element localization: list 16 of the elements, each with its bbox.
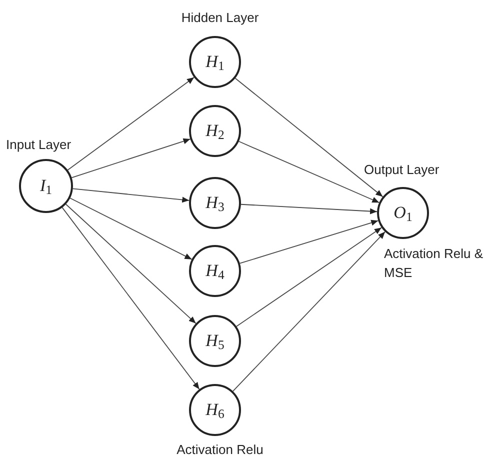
arrow — [239, 220, 379, 264]
arrow — [65, 204, 196, 324]
layer-label: Activation Relu — [176, 441, 264, 459]
arrow — [62, 207, 200, 390]
arrow — [70, 198, 192, 260]
layer-label: Input Layer — [6, 136, 72, 154]
arrow — [234, 78, 384, 198]
layer-label: Hidden Layer — [180, 9, 260, 27]
layer-label: Activation Relu & MSE — [384, 245, 484, 282]
arrow — [72, 188, 190, 203]
layer-label: Output Layer — [364, 161, 440, 179]
arrow — [240, 204, 378, 214]
arrow — [71, 138, 191, 178]
arrow — [232, 231, 386, 392]
arrow — [67, 76, 194, 170]
arrow — [236, 227, 382, 327]
